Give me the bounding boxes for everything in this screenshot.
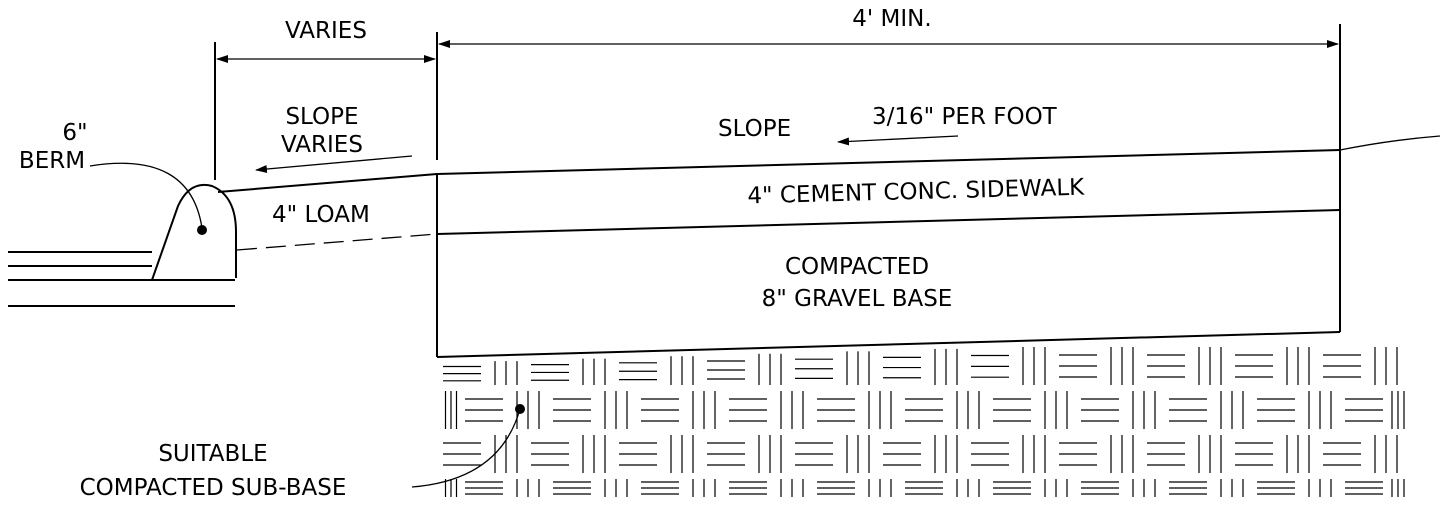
- loam-bottom-dashed-line: [236, 233, 438, 251]
- loam-label: 4" LOAM: [272, 202, 370, 228]
- berm-shape: [151, 184, 237, 281]
- slope-varies-arrow-icon: [255, 155, 413, 174]
- slope-label: SLOPE: [718, 116, 791, 142]
- sidewalk-section: [436, 135, 1441, 358]
- loam-surface-line: [217, 173, 438, 193]
- berm-label: BERM: [19, 148, 85, 174]
- gravel-label-line1: COMPACTED: [785, 254, 929, 280]
- berm-leader-line: [89, 162, 203, 229]
- slope-varies-label-line2: VARIES: [281, 132, 363, 158]
- existing-grade-line: [1339, 135, 1441, 151]
- min-width-label: 4' MIN.: [852, 6, 931, 32]
- slope-rate-label: 3/16" PER FOOT: [872, 104, 1058, 130]
- ground-lines: [8, 251, 235, 307]
- subbase-hatch-pattern: [443, 347, 1405, 497]
- slope-varies-label-line1: SLOPE: [285, 104, 358, 130]
- sidewalk-top-line: [436, 149, 1341, 175]
- subbase-label-line1: SUITABLE: [158, 441, 267, 467]
- subbase-leader-line: [411, 408, 521, 488]
- gravel-label-line2: 8" GRAVEL BASE: [762, 286, 953, 312]
- dimension-lines: [214, 24, 1341, 180]
- gravel-bottom-line: [436, 331, 1341, 358]
- subbase-label-line2: COMPACTED SUB-BASE: [80, 475, 347, 501]
- berm-leader-dot-icon: [197, 225, 207, 235]
- sidewalk-label: 4" CEMENT CONC. SIDEWALK: [747, 175, 1085, 210]
- sidewalk-bottom-line: [436, 209, 1341, 235]
- slope-arrow-icon: [837, 135, 959, 146]
- berm-size-label: 6": [62, 120, 87, 146]
- varies-label: VARIES: [285, 18, 367, 44]
